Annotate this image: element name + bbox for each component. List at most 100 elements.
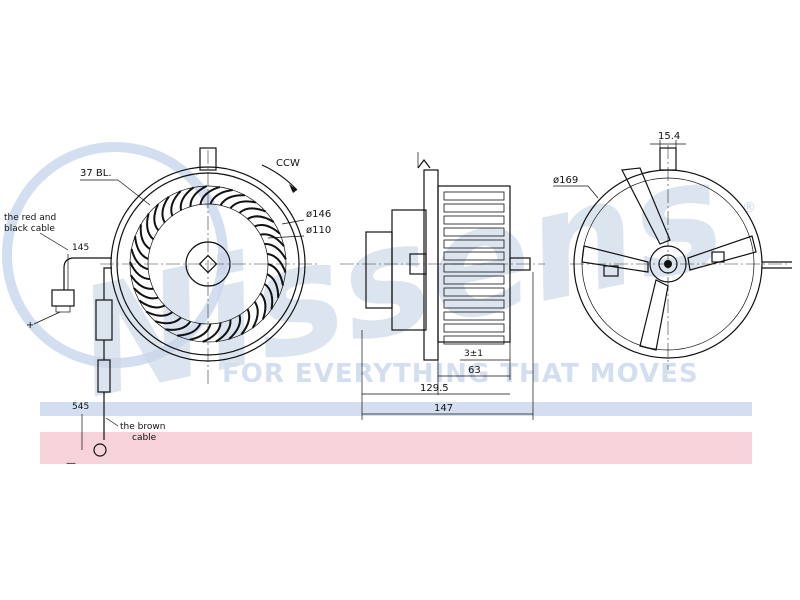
rear-spokes: [581, 167, 757, 351]
impeller-fin: [443, 263, 505, 273]
fan-blade: [254, 224, 281, 235]
label-ccw: CCW: [276, 158, 300, 169]
impeller-fin: [443, 299, 505, 309]
impeller-fin: [443, 323, 505, 333]
motor-dia-leader: [587, 185, 599, 199]
plus-leader: [33, 311, 61, 325]
watermark-blue-band: [40, 402, 752, 416]
fan-blade: [259, 292, 267, 320]
fan-blade: [240, 308, 251, 336]
watermark-ring: [2, 142, 228, 368]
fan-blades: [129, 185, 287, 343]
fan-blade: [129, 274, 154, 290]
rear-spoke-bottom: [639, 279, 669, 351]
fan-blade: [267, 263, 284, 286]
fan-blade: [189, 185, 208, 207]
front-outer-housing: [110, 166, 306, 362]
rear-spoke-left: [581, 245, 649, 273]
front-outer-ring: [116, 172, 300, 356]
rear-shaft: [664, 260, 672, 268]
red-black-cable-wire: [63, 257, 112, 290]
fan-blade: [266, 273, 280, 298]
label-outer-diameter: ø146: [306, 209, 331, 220]
fan-blade: [219, 194, 245, 206]
fan-blade: [179, 186, 195, 211]
impeller-fin: [443, 311, 505, 321]
label-plus-terminal: +: [26, 320, 34, 331]
watermark-trademark: ®: [742, 200, 756, 216]
label-dim-63: 63: [468, 365, 481, 376]
impeller-fin: [443, 215, 505, 225]
fan-blade: [134, 236, 149, 260]
label-cable-length-145: 145: [72, 243, 89, 253]
side-shaft: [509, 257, 531, 271]
ccw-arrow: [261, 164, 298, 191]
impeller-fin: [443, 275, 505, 285]
label-motor-diameter: ø169: [553, 175, 578, 186]
fan-blade: [133, 287, 159, 300]
side-motor-cap: [365, 231, 393, 309]
fan-blade: [209, 189, 233, 205]
fan-blade: [189, 323, 212, 341]
impeller-fin: [443, 251, 505, 261]
fan-blade: [130, 248, 149, 271]
side-terminal-block: [409, 253, 427, 275]
label-dim-3: 3±1: [464, 349, 483, 359]
label-minus-terminal: —: [66, 458, 76, 469]
cables: the red and black cable 145 + 545 the br…: [4, 213, 165, 469]
fan-blade: [238, 207, 267, 214]
impeller-fin: [443, 335, 505, 345]
fan-blade: [264, 242, 287, 260]
rear-inner-ring: [581, 177, 755, 351]
rear-spoke-top: [621, 167, 671, 245]
watermark-tagline: FOR EVERYTHING THAT MOVES: [222, 359, 699, 389]
fan-blade: [247, 215, 275, 223]
side-connector: [417, 159, 431, 169]
fan-blade: [146, 213, 155, 241]
label-brown-cable-1: the brown: [120, 422, 165, 432]
fan-blade: [260, 233, 285, 247]
brown-cable-upper: [103, 267, 112, 300]
rear-spoke-right: [687, 235, 757, 271]
label-cable-length-545: 545: [72, 402, 89, 412]
rear-view: ø169 15.4: [553, 131, 792, 370]
fan-blade: [129, 261, 150, 281]
red-black-connector-tip: [55, 305, 71, 313]
label-red-black-cable-1: the red and: [4, 213, 56, 223]
fan-blade: [202, 322, 222, 343]
impeller-fin: [443, 227, 505, 237]
side-view: 3±1 63 129.5 147: [340, 152, 545, 420]
fan-blade: [251, 301, 259, 329]
impeller-fin: [443, 287, 505, 297]
rear-motor-hub: [649, 245, 687, 283]
inner-dia-leader: [267, 235, 305, 239]
watermark-red-band: [40, 432, 752, 464]
label-shaft-width: 15.4: [658, 131, 680, 142]
label-brown-cable-2: cable: [132, 433, 157, 443]
fan-blade: [154, 316, 182, 325]
front-top-connector: [199, 147, 217, 171]
rear-left-tab: [603, 265, 619, 277]
fan-blade: [215, 319, 232, 343]
fan-blade: [177, 323, 202, 337]
fan-blade: [263, 283, 274, 310]
label-blade-count: 37 BL.: [80, 168, 112, 179]
fan-blade: [145, 310, 173, 317]
ccw-arrow-head: [289, 184, 297, 193]
fan-blade: [229, 200, 257, 209]
front-view: CCW 37 BL. ø146 ø110: [80, 147, 331, 385]
impeller-fin: [443, 203, 505, 213]
brown-cable-ring-terminal: [93, 443, 107, 457]
front-shaft: [198, 254, 218, 274]
red-black-cable-leader: [39, 232, 69, 251]
outer-dia-leader: [281, 219, 305, 225]
side-impeller-fins: [443, 191, 505, 345]
fan-blade: [199, 185, 221, 205]
label-dim-147: 147: [434, 403, 453, 414]
fan-blade: [139, 224, 151, 250]
rear-hub-inner: [658, 254, 678, 274]
fan-blade: [228, 314, 242, 340]
label-dim-129-5: 129.5: [420, 383, 449, 394]
